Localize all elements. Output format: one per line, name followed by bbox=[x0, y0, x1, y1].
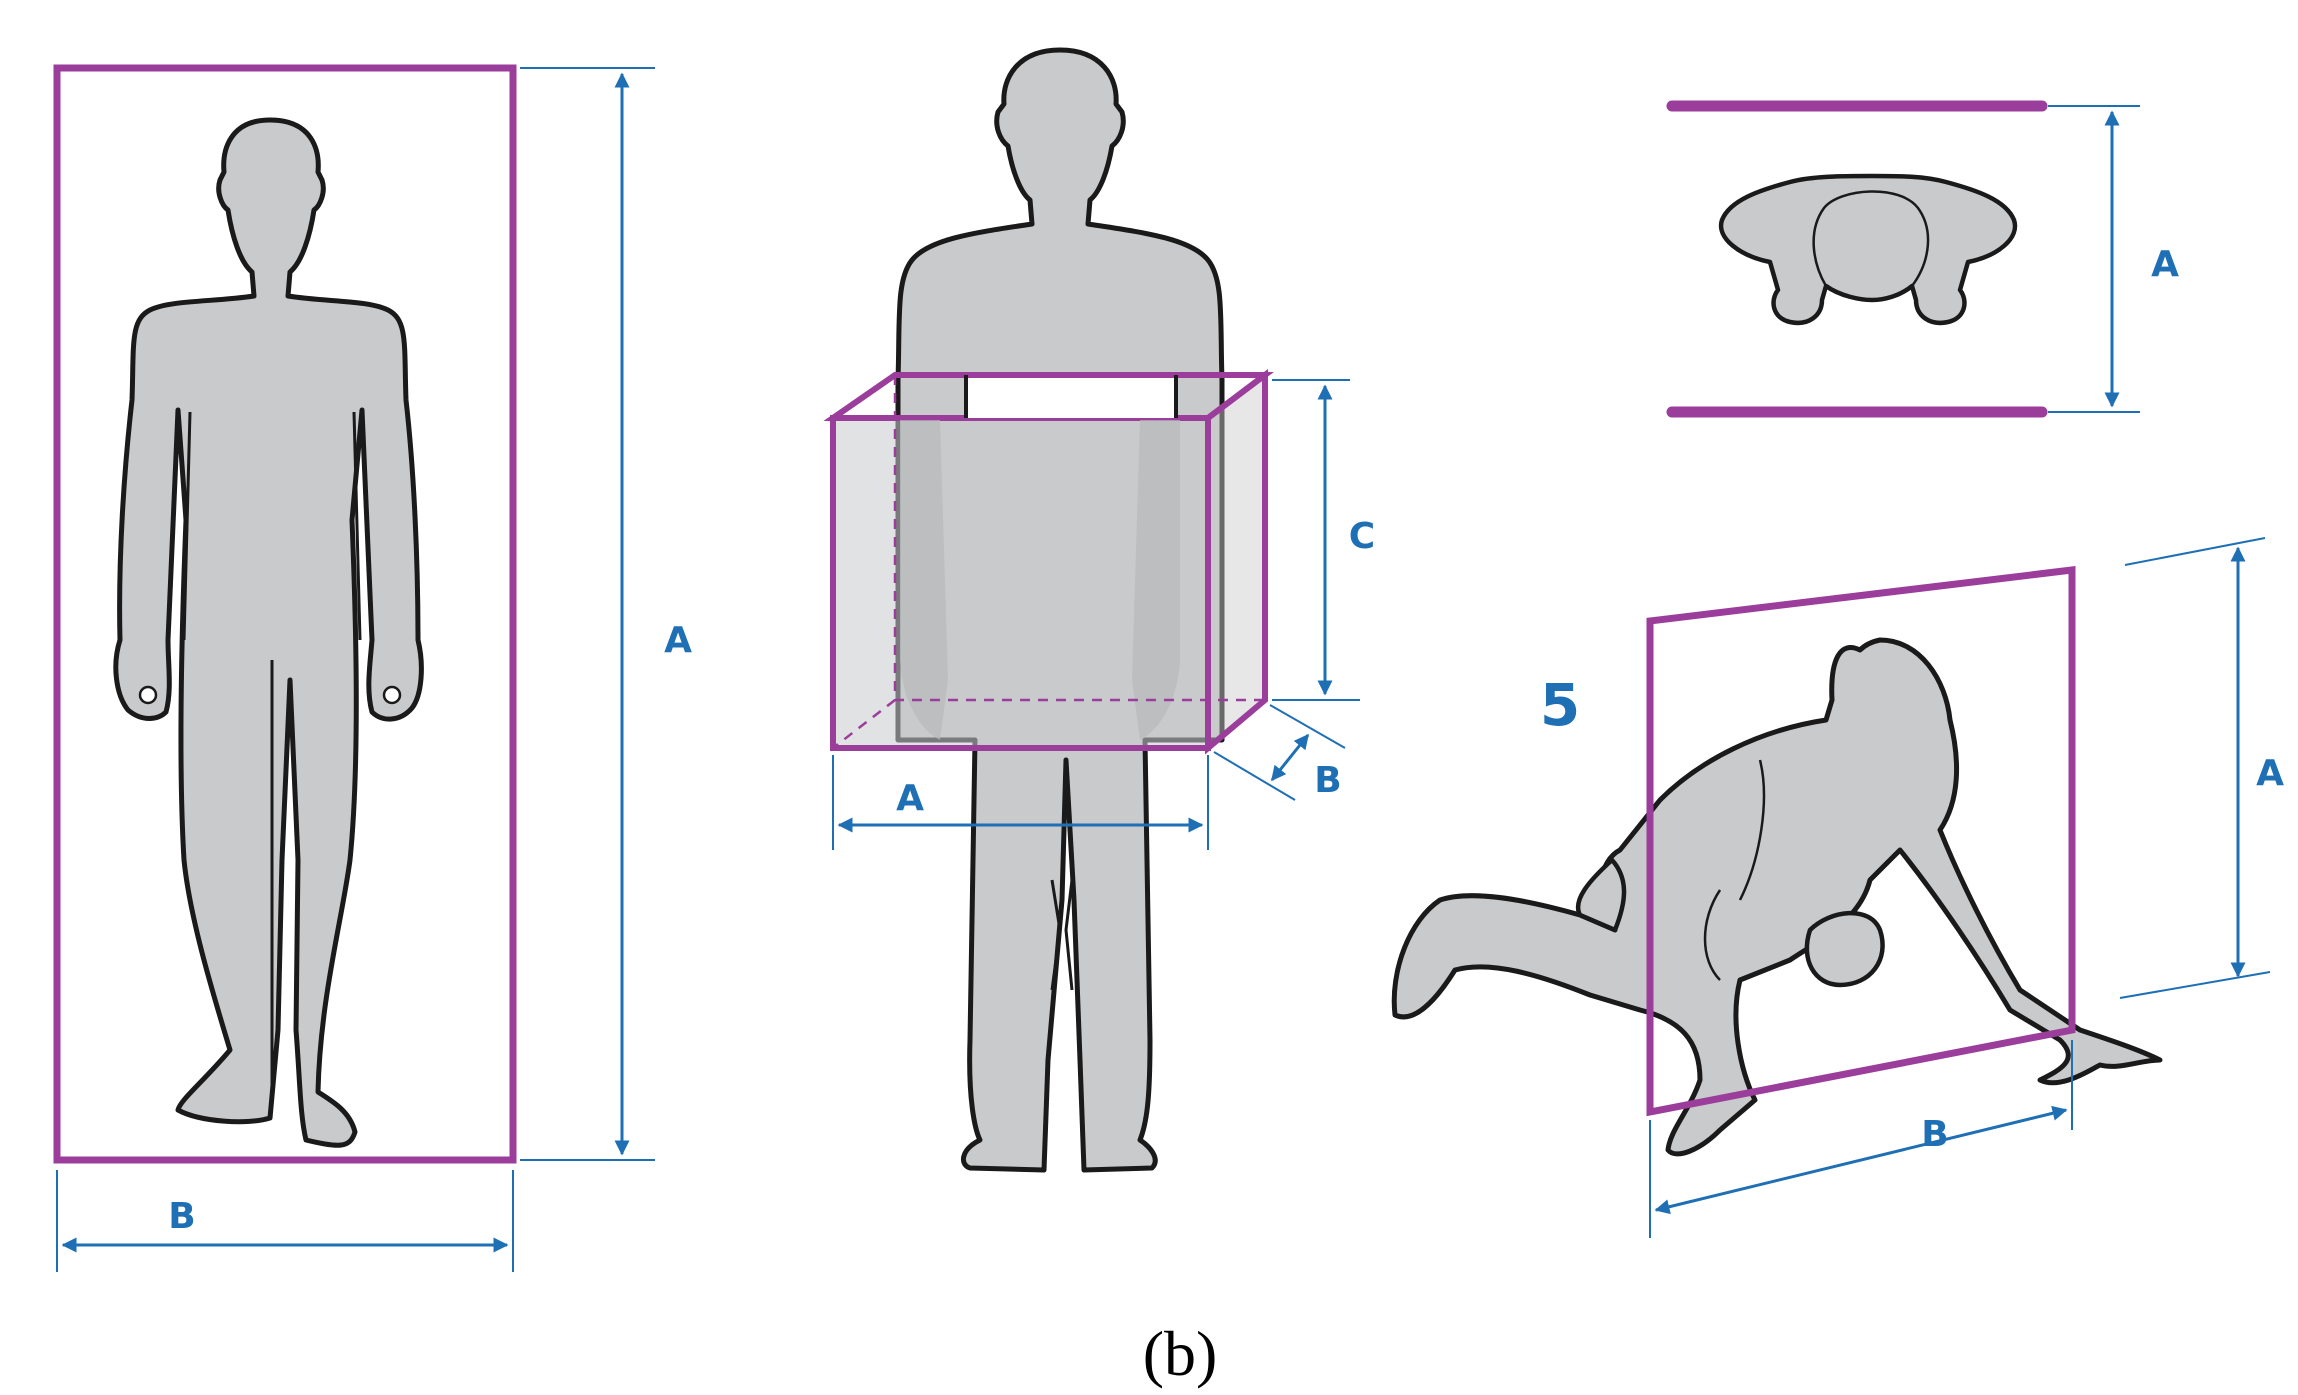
crawling-plane-frame bbox=[1646, 566, 2076, 1117]
top-view-silhouette bbox=[1718, 173, 2018, 326]
standing-figure-panel: A B bbox=[53, 64, 692, 1272]
standing-height-label: A bbox=[664, 620, 692, 661]
top-view-panel: A bbox=[1666, 100, 2179, 418]
top-view-gap-label: A bbox=[2151, 244, 2179, 285]
crawling-knee bbox=[1804, 910, 1885, 988]
crawling-figure-panel: 5 A B bbox=[1391, 537, 2284, 1238]
box-figure-panel: C A B bbox=[823, 47, 1375, 1173]
box-inner-arm-gap bbox=[966, 375, 1176, 418]
standing-left-hand-detail bbox=[138, 685, 158, 705]
box-side-face bbox=[1205, 368, 1268, 755]
crawling-inner-lines bbox=[1703, 759, 1766, 981]
box-depth-label: B bbox=[1314, 760, 1341, 801]
crawling-width-label: B bbox=[1921, 1114, 1948, 1155]
standing-inner-lines bbox=[182, 411, 362, 1100]
standing-width-label: B bbox=[168, 1196, 195, 1237]
crawling-height-label: A bbox=[2256, 753, 2284, 794]
crawling-raised-foot bbox=[1576, 857, 1627, 933]
crawling-silhouette bbox=[1391, 637, 2163, 1157]
box-height-label: C bbox=[1349, 516, 1375, 557]
crawling-panel-number: 5 bbox=[1540, 671, 1580, 739]
crawling-dim-a-ext-top bbox=[2124, 537, 2266, 566]
box-dim-b-ext-1 bbox=[1213, 751, 1296, 801]
figure-caption: (b) bbox=[1143, 1318, 1218, 1389]
crawling-dim-b-arrow bbox=[1654, 1105, 2068, 1215]
box-dim-b-ext-2 bbox=[1269, 704, 1346, 749]
box-dim-b-arrow bbox=[1270, 733, 1310, 782]
top-view-head-outline bbox=[1812, 190, 1930, 287]
standing-bounding-frame bbox=[53, 64, 517, 1164]
box-figure-leg-lines bbox=[1050, 879, 1074, 991]
box-arm-forearms bbox=[900, 420, 1180, 740]
standing-silhouette bbox=[113, 117, 424, 1148]
standing-right-hand-detail bbox=[382, 685, 402, 705]
box-width-label: A bbox=[896, 778, 924, 819]
crawling-dim-a-ext-bottom bbox=[2119, 971, 2271, 999]
box-hidden-edges bbox=[832, 375, 1265, 749]
